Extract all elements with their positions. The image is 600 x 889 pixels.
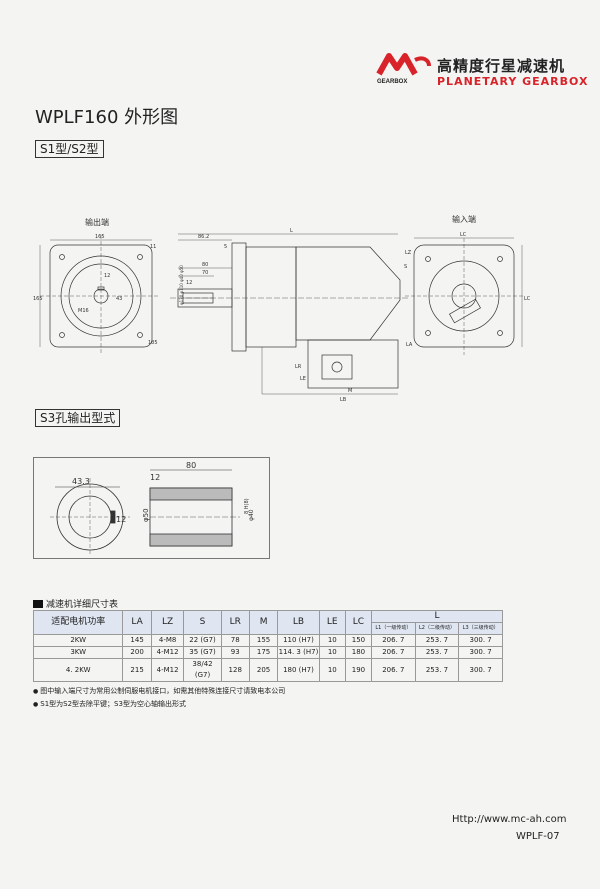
svg-text:43.3: 43.3 [72, 477, 90, 486]
col-header: S [183, 610, 222, 635]
svg-text:12: 12 [150, 473, 160, 482]
svg-text:8 H(8): 8 H(8) [244, 498, 250, 514]
svg-text:12: 12 [104, 273, 110, 279]
svg-text:11: 11 [150, 244, 156, 250]
col-header: LB [277, 610, 320, 635]
table-subheader-row: L1（一级传动） L2（二级传动） L3（三级传动） [34, 622, 503, 635]
page-title: WPLF160 外形图 [35, 107, 179, 128]
col-subheader: L2（二级传动） [414, 622, 460, 635]
svg-text:L: L [290, 228, 293, 234]
svg-text:LC: LC [460, 232, 467, 238]
side-view: L 86.2 5 80 70 12 φ130 φ110 φ40 φ50 LB L… [170, 228, 410, 403]
section-bar-icon [33, 599, 43, 608]
s3-output-type-badge: S3孔输出型式 [35, 409, 121, 427]
col-header: LE [318, 610, 346, 635]
col-header: LC [344, 610, 373, 635]
svg-text:12: 12 [186, 280, 192, 286]
svg-text:M16: M16 [78, 308, 89, 314]
svg-text:LZ: LZ [405, 250, 412, 256]
svg-text:φ50: φ50 [142, 508, 150, 522]
notes: 图中输入端尺寸为常用公制伺服电机接口，如需其他特殊连接尺寸请致电本公司 S1型为… [33, 685, 285, 711]
page-code: WPLF-07 [516, 831, 560, 842]
company-logo: GEARBOX [376, 53, 431, 85]
svg-text:86.2: 86.2 [198, 234, 209, 240]
gearbox-drawing: 输出端 输入端 165 11 185 165 M16 12 43 L 86.2 … [33, 214, 531, 403]
svg-text:70: 70 [202, 270, 208, 276]
output-end-label: 输出端 [85, 217, 109, 227]
svg-text:80: 80 [202, 262, 208, 268]
col-subheader: L3（三级传动） [458, 622, 503, 635]
svg-text:5: 5 [224, 244, 227, 250]
output-end-view: 165 11 185 165 M16 12 43 [33, 234, 160, 355]
s3-hollow-shaft-drawing: 43.3 12 80 12 φ50 φ40 8 H(8) [50, 461, 255, 556]
svg-text:φ130 φ110 φ40 φ50: φ130 φ110 φ40 φ50 [179, 265, 184, 305]
brand-chinese-name: 高精度行星减速机 [437, 57, 566, 75]
svg-text:165: 165 [33, 296, 43, 302]
col-header: 适配电机功率 [32, 610, 124, 635]
table-section-title: 减速机详细尺寸表 [33, 597, 118, 610]
table-header-row: 适配电机功率 LA LZ S LR M LB LE LC L [32, 610, 503, 635]
col-subheader: L1（一级传动） [371, 622, 416, 635]
note-item: S1型为S2型去除平键；S3型为空心轴输出形式 [33, 698, 285, 711]
col-header: LR [220, 610, 250, 635]
col-header: M [248, 610, 279, 635]
svg-text:LR: LR [295, 364, 302, 370]
input-end-label: 输入端 [452, 214, 476, 224]
svg-text:43: 43 [116, 296, 122, 302]
note-item: 图中输入端尺寸为常用公制伺服电机接口，如需其他特殊连接尺寸请致电本公司 [33, 685, 285, 698]
col-header: L [371, 610, 503, 623]
svg-text:185: 185 [148, 340, 158, 346]
svg-text:LC: LC [524, 296, 531, 302]
svg-text:LA: LA [406, 342, 413, 348]
svg-text:165: 165 [95, 234, 105, 240]
type-badge: S1型/S2型 [35, 140, 104, 158]
s3-drawing-frame [33, 457, 270, 559]
svg-text:S: S [404, 264, 407, 270]
brand-english-name: PLANETARY GEARBOX [437, 75, 589, 88]
logo-text: GEARBOX [377, 79, 407, 85]
col-header: LZ [150, 610, 185, 635]
svg-text:80: 80 [186, 461, 196, 470]
svg-text:φ40: φ40 [248, 509, 255, 521]
svg-text:M: M [348, 388, 352, 394]
col-header: LA [122, 610, 152, 635]
svg-text:12: 12 [116, 515, 126, 524]
svg-text:LB: LB [340, 397, 347, 403]
dimension-table: 适配电机功率 LA LZ S LR M LB LE LC L L1（一级传动） … [32, 610, 503, 682]
input-end-view: LC LZ S LA LC [404, 232, 531, 355]
svg-text:LE: LE [300, 376, 306, 382]
website-url: Http://www.mc-ah.com [452, 814, 567, 825]
